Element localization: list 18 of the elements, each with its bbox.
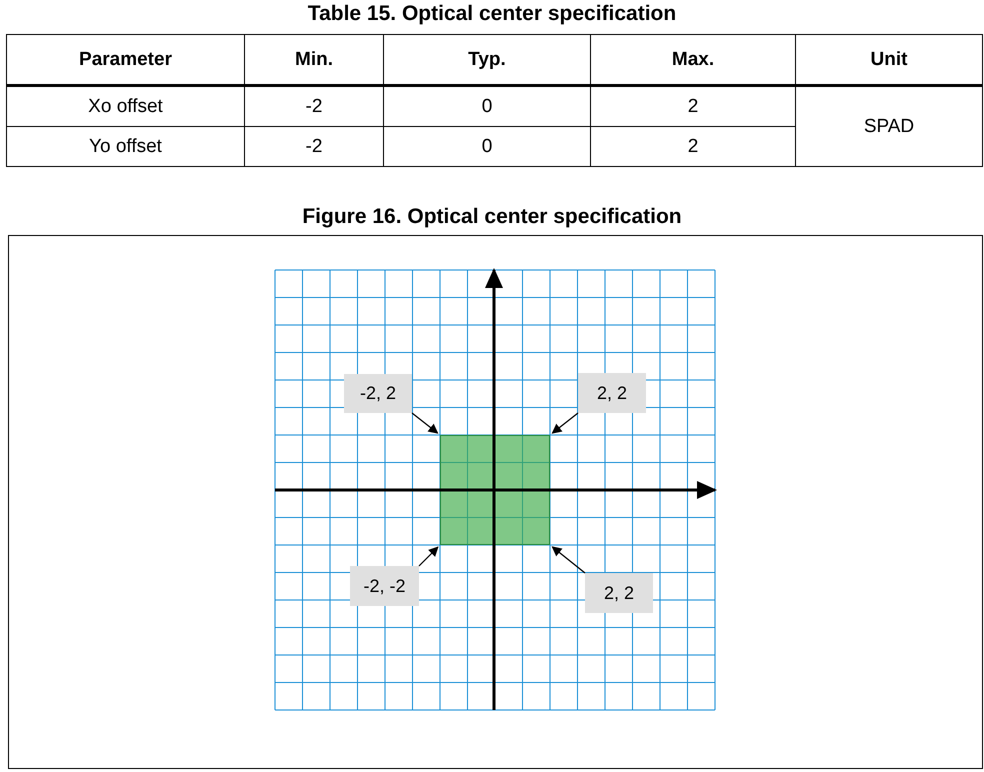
callout-label: 2, 2: [578, 373, 646, 413]
highlight-square: [440, 435, 550, 545]
callout-label: 2, 2: [585, 573, 653, 613]
leader-arrow: [412, 412, 438, 434]
table-cell: Yo offset: [6, 126, 245, 167]
column-header: Typ.: [383, 34, 591, 87]
leader-arrow: [552, 546, 586, 574]
leader-arrow: [552, 412, 578, 434]
callout-label: -2, -2: [350, 566, 419, 606]
callout-label: -2, 2: [344, 374, 412, 413]
table-cell: SPAD: [795, 86, 983, 167]
figure-title: Figure 16. Optical center specification: [301, 205, 683, 230]
column-header: Max.: [590, 34, 796, 87]
column-header: Min.: [244, 34, 384, 87]
leader-arrow: [418, 546, 439, 566]
table-title: Table 15. Optical center specification: [306, 2, 678, 27]
column-header: Parameter: [6, 34, 245, 87]
column-header: Unit: [795, 34, 983, 87]
